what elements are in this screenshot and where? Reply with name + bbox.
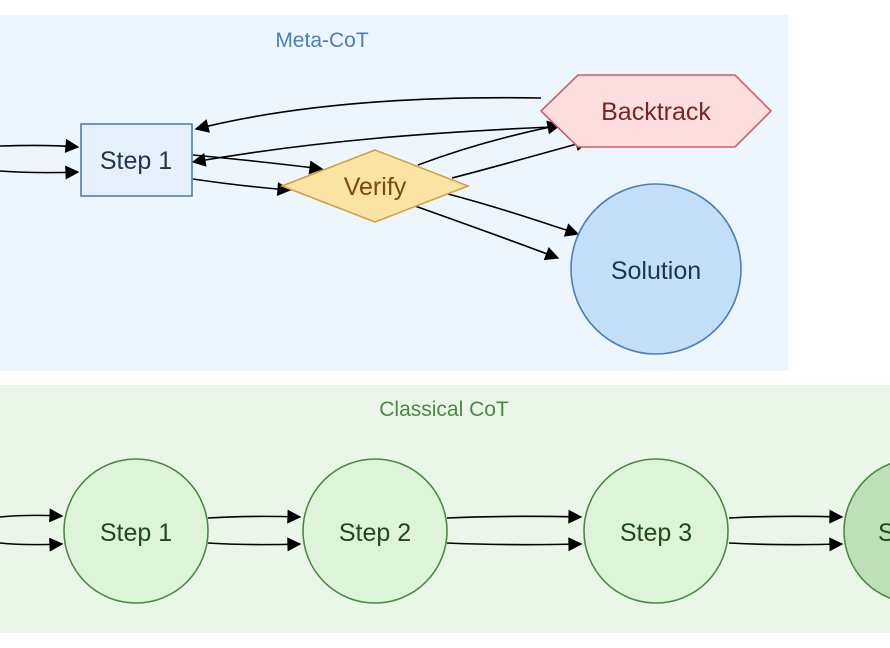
cls-step3-node: Step 3 xyxy=(583,458,729,604)
verify-label: Verify xyxy=(344,173,407,201)
meta-step1-box xyxy=(80,123,193,197)
solution-node: Solution xyxy=(570,183,742,355)
edge-step2-to-step3-a xyxy=(446,509,583,524)
edge-step1-to-step2-a xyxy=(207,509,302,524)
meta-step1-node: Step 1 xyxy=(80,123,193,197)
backtrack-hexagon xyxy=(539,74,773,148)
solution-circle xyxy=(570,183,742,355)
edge-input-to-meta-step1-b xyxy=(0,165,80,180)
cls-step1-label: Step 1 xyxy=(100,519,172,547)
edge-step3-to-final-a xyxy=(728,509,844,524)
verify-node: Verify xyxy=(279,149,471,223)
cls-final-label: S xyxy=(878,519,890,547)
edge-input-to-cls-step1-a xyxy=(0,508,64,523)
cls-step1-circle xyxy=(63,458,209,604)
cls-final-node: S xyxy=(843,463,890,599)
cls-step1-node: Step 1 xyxy=(63,458,209,604)
cls-step3-circle xyxy=(583,458,729,604)
edge-input-to-meta-step1-a xyxy=(0,138,80,153)
cls-step2-circle xyxy=(302,458,448,604)
meta-cot-title: Meta-CoT xyxy=(275,29,369,52)
edge-step1-to-step2-b xyxy=(207,537,302,552)
backtrack-node: Backtrack xyxy=(539,74,773,148)
classical-cot-title: Classical CoT xyxy=(379,398,509,421)
edge-verify-to-solution-b xyxy=(414,205,560,261)
classical-cot-edges xyxy=(0,508,844,552)
edge-input-to-cls-step1-b xyxy=(0,537,64,552)
backtrack-label: Backtrack xyxy=(601,98,711,126)
edge-step2-to-step3-b xyxy=(446,537,583,552)
meta-cot-edges xyxy=(0,96,590,261)
edge-step1-to-verify-b xyxy=(192,178,292,197)
meta-step1-label: Step 1 xyxy=(100,147,172,175)
edge-verify-to-backtrack-b xyxy=(451,137,590,179)
edge-verify-to-solution-a xyxy=(447,193,580,237)
verify-diamond xyxy=(279,149,471,223)
edge-backtrack-to-step1-a xyxy=(194,96,542,133)
edge-verify-to-backtrack-a xyxy=(417,120,562,166)
cls-final-circle xyxy=(843,463,890,599)
edge-step1-to-verify-a xyxy=(192,154,324,175)
cls-step2-label: Step 2 xyxy=(339,519,411,547)
edge-backtrack-to-step1-b xyxy=(191,126,552,167)
edge-step3-to-final-b xyxy=(728,537,844,552)
solution-label: Solution xyxy=(611,257,701,285)
cls-step2-node: Step 2 xyxy=(302,458,448,604)
cls-step3-label: Step 3 xyxy=(620,519,692,547)
